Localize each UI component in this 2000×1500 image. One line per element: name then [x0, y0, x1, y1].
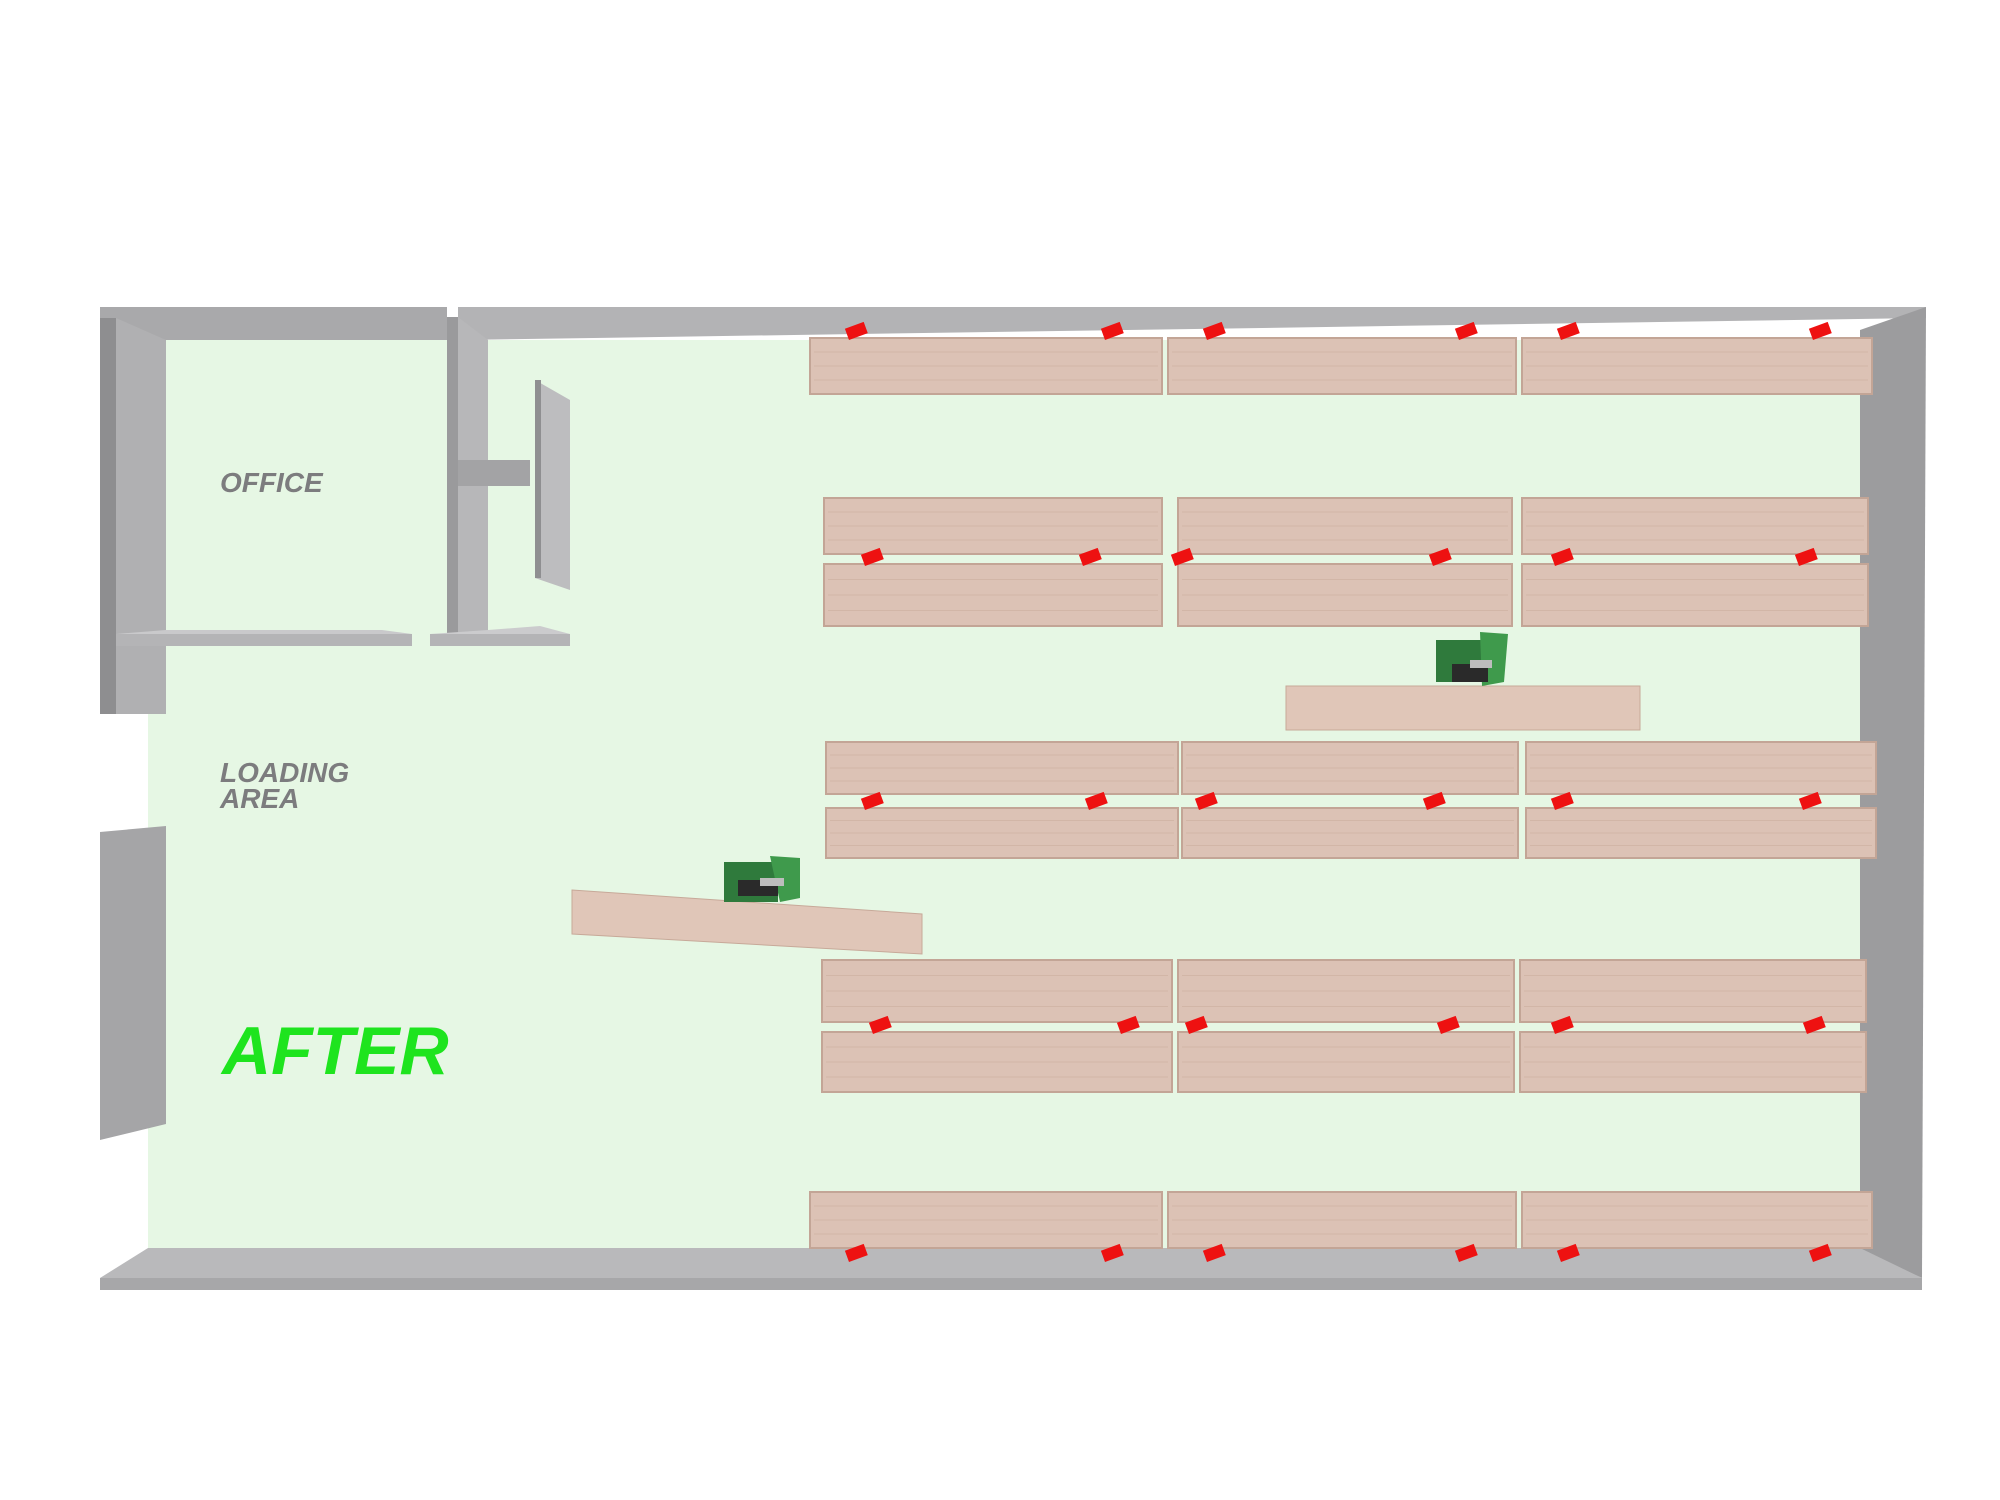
office-bottom-wall [116, 634, 412, 646]
bracket-icon [1202, 321, 1226, 340]
left-wall-upper [100, 318, 116, 714]
bracket-icon [1802, 1015, 1826, 1034]
status-label: AFTER [220, 1013, 449, 1089]
bracket-icon [1202, 1243, 1226, 1262]
left-wall-lower [100, 826, 166, 1140]
forklift-icon [724, 856, 800, 902]
bracket-icon [868, 1015, 892, 1034]
bracket-icon [1550, 791, 1574, 810]
bracket-icon [1078, 547, 1102, 566]
bracket-icon [1084, 791, 1108, 810]
bottom-wall-top [100, 1248, 1922, 1278]
bracket-icon [860, 547, 884, 566]
bracket-icon [1436, 1015, 1460, 1034]
bracket-icon [1794, 547, 1818, 566]
bracket-icon [1556, 1243, 1580, 1262]
office-label: OFFICE [220, 467, 324, 498]
bracket-icon [860, 791, 884, 810]
office-bottom-wall-top [116, 630, 412, 634]
top-wall [100, 307, 447, 340]
right-wall [1860, 307, 1926, 1278]
partition-base-top [430, 626, 570, 634]
loading-area-label-line2: AREA [219, 783, 299, 814]
partition-stub [458, 460, 530, 486]
bracket-icon [1556, 321, 1580, 340]
left-wall-upper-top [116, 318, 166, 714]
partition-base [430, 634, 570, 646]
bracket-icon [844, 321, 868, 340]
bracket-icon [1454, 1243, 1478, 1262]
interior-panel [535, 380, 570, 590]
bracket-icon [1808, 1243, 1832, 1262]
bracket-icon [1194, 791, 1218, 810]
partition-lower [458, 486, 488, 634]
interior-panel-edge [535, 380, 541, 578]
bottom-wall [100, 1278, 1922, 1290]
top-wall-right [458, 307, 1926, 340]
forklift-lower [724, 856, 800, 902]
bracket-icon [1808, 321, 1832, 340]
bracket-icon [1550, 1015, 1574, 1034]
bracket-icon [1454, 321, 1478, 340]
forklift-upper [1436, 632, 1508, 686]
pallet-beam-upper [1285, 685, 1641, 731]
forklift-icon [1436, 632, 1508, 686]
bracket-icon [1428, 547, 1452, 566]
rack-rows [809, 337, 1877, 1249]
bracket-icon [1550, 547, 1574, 566]
pallet-beam-lower [571, 889, 923, 955]
bracket-icon [1170, 547, 1194, 566]
bracket-icon [844, 1243, 868, 1262]
bracket-icon [1100, 1243, 1124, 1262]
bracket-icon [1798, 791, 1822, 810]
pallets [571, 685, 1641, 955]
office-walls [116, 317, 570, 646]
office-right-wall [447, 317, 458, 634]
bracket-icon [1184, 1015, 1208, 1034]
loading-area-label-line1: LOADING [220, 757, 349, 788]
rack-brackets [844, 321, 1832, 1262]
office-right-wall-face [458, 317, 488, 460]
bracket-icon [1116, 1015, 1140, 1034]
bracket-icon [1422, 791, 1446, 810]
bracket-icon [1100, 321, 1124, 340]
